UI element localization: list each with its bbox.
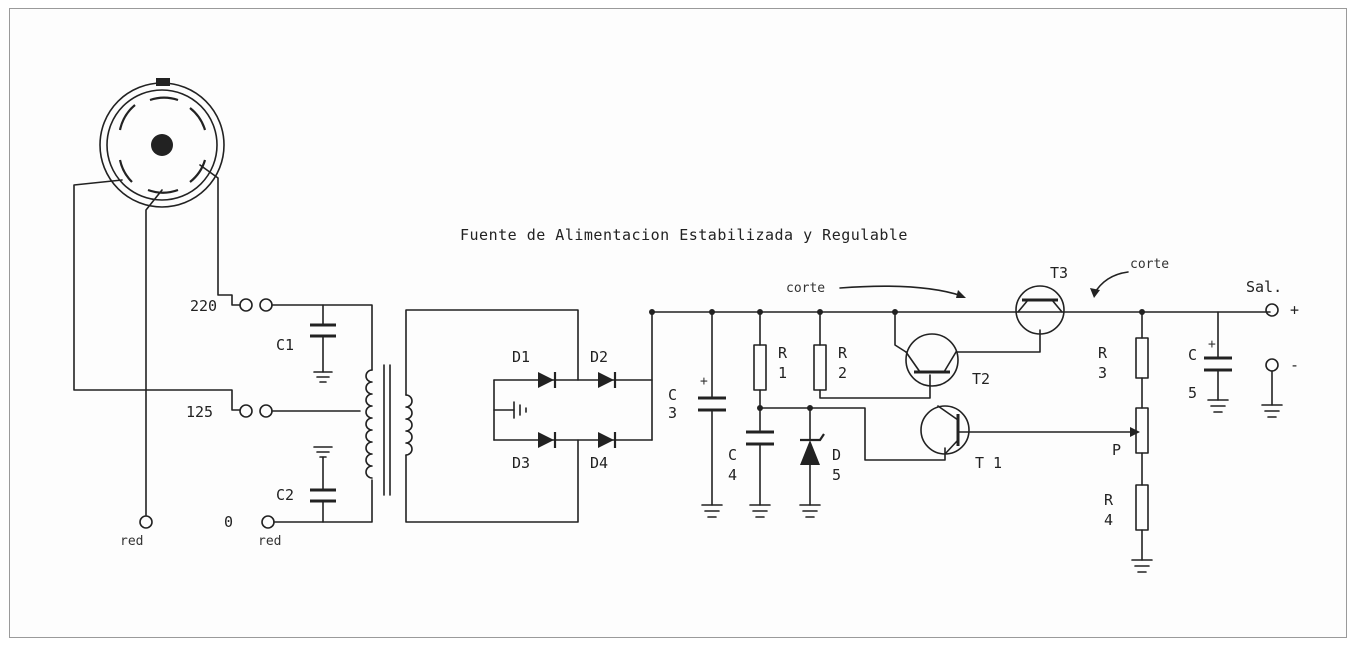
bridge-rectifier (493, 372, 653, 448)
label-c3-plus: + (700, 374, 708, 389)
wire-selector-125 (73, 179, 241, 411)
label-r3-b: 3 (1098, 364, 1107, 382)
resistor-r1 (753, 311, 767, 431)
label-corte-2: corte (1130, 257, 1169, 272)
terminal-125-b (259, 404, 273, 418)
terminal-220-b (259, 298, 273, 312)
label-corte-1: corte (786, 281, 825, 296)
label-plus: + (1290, 301, 1299, 319)
label-t2: T2 (972, 370, 990, 388)
transformer (365, 364, 413, 496)
label-d5-a: D (832, 446, 841, 464)
resistor-r3 (1135, 311, 1149, 409)
capacitor-c2 (310, 446, 336, 523)
label-c5-a: C (1188, 346, 1197, 364)
label-r1-a: R (778, 344, 788, 362)
label-d5-b: 5 (832, 466, 841, 484)
arrow-corte-1 (839, 285, 963, 297)
label-0: 0 (224, 513, 233, 531)
label-t3: T3 (1050, 264, 1068, 282)
transistor-t2 (894, 311, 1041, 387)
label-sal: Sal. (1246, 278, 1282, 296)
label-r4-b: 4 (1104, 511, 1113, 529)
label-c2: C2 (276, 486, 294, 504)
label-d4: D4 (590, 454, 608, 472)
terminal-220-a (239, 298, 253, 312)
label-c5-b: 5 (1188, 384, 1197, 402)
capacitor-c3 (698, 311, 726, 518)
terminal-125-a (239, 404, 253, 418)
label-minus: - (1290, 356, 1299, 374)
potentiometer-p (1135, 407, 1149, 486)
label-r4-a: R (1104, 491, 1114, 509)
resistor-r4 (1131, 484, 1153, 573)
label-r3-a: R (1098, 344, 1108, 362)
terminal-0 (261, 515, 275, 529)
wire-selector-220 (199, 164, 241, 306)
capacitor-c4 (746, 430, 774, 518)
diagram-frame (9, 8, 1347, 638)
label-d2: D2 (590, 348, 608, 366)
voltage-selector-knob (99, 78, 225, 208)
transistor-t3 (1015, 285, 1065, 335)
wire-0-primary (273, 479, 373, 523)
label-r1-b: 1 (778, 364, 787, 382)
label-red-2: red (258, 534, 281, 549)
label-d3: D3 (512, 454, 530, 472)
wire-secondary-bottom (405, 439, 579, 523)
wire-secondary-top (405, 309, 579, 396)
label-c4-b: 4 (728, 466, 737, 484)
label-125: 125 (186, 403, 213, 421)
output-terminal-positive (1265, 303, 1279, 317)
label-c3-a: C (668, 386, 677, 404)
terminal-red-1 (139, 515, 153, 529)
wire-220-primary (271, 304, 373, 371)
label-c1: C1 (276, 336, 294, 354)
positive-rail (651, 311, 1271, 441)
label-d1: D1 (512, 348, 530, 366)
label-c4-a: C (728, 446, 737, 464)
resistor-r2 (813, 311, 931, 399)
label-p: P (1112, 441, 1121, 459)
diagram-title: Fuente de Alimentacion Estabilizada y Re… (460, 226, 908, 244)
label-red-1: red (120, 534, 143, 549)
wire-selector-red (145, 189, 163, 516)
label-t1: T 1 (975, 454, 1002, 472)
label-c5-plus: + (1208, 337, 1216, 352)
capacitor-c1 (310, 304, 336, 383)
label-c3-b: 3 (668, 404, 677, 422)
label-r2-b: 2 (838, 364, 847, 382)
label-r2-a: R (838, 344, 848, 362)
capacitor-c5 (1204, 311, 1232, 413)
label-220: 220 (190, 297, 217, 315)
transistor-t1 (920, 405, 1140, 455)
zener-d5 (799, 407, 825, 518)
wire-zener-base (759, 407, 946, 461)
output-terminal-negative (1261, 358, 1283, 418)
